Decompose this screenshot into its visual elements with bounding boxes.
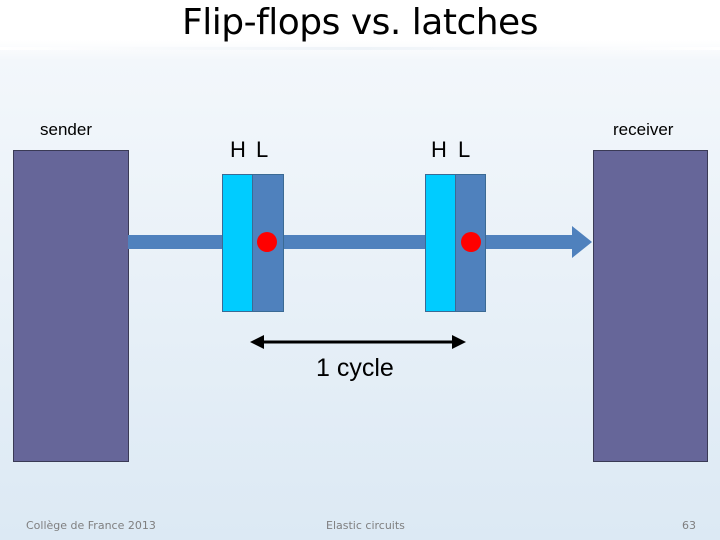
sender-label: sender <box>40 120 92 139</box>
latch2-l-label: L <box>458 137 471 162</box>
receiver-block <box>593 150 708 462</box>
data-wire <box>128 235 576 249</box>
footer-left: Collège de France 2013 <box>26 519 156 532</box>
title-divider <box>0 47 720 50</box>
latch2-token <box>461 232 481 252</box>
cycle-double-arrow <box>250 335 466 349</box>
page-number: 63 <box>682 519 696 532</box>
cycle-arrowhead-right <box>452 335 466 349</box>
latch2-h-label: H <box>431 137 447 162</box>
receiver-label: receiver <box>613 120 674 139</box>
latch1-h-label: H <box>230 137 246 162</box>
latch2-h <box>425 174 456 312</box>
cycle-label: 1 cycle <box>316 354 394 382</box>
wire-arrowhead <box>572 226 592 258</box>
slide-title: Flip-flops vs. latches <box>182 2 538 43</box>
latch1-h <box>222 174 253 312</box>
latch1-token <box>257 232 277 252</box>
footer-center: Elastic circuits <box>326 519 405 532</box>
latch1-l-label: L <box>256 137 269 162</box>
cycle-arrowhead-left <box>250 335 264 349</box>
sender-block <box>13 150 129 462</box>
